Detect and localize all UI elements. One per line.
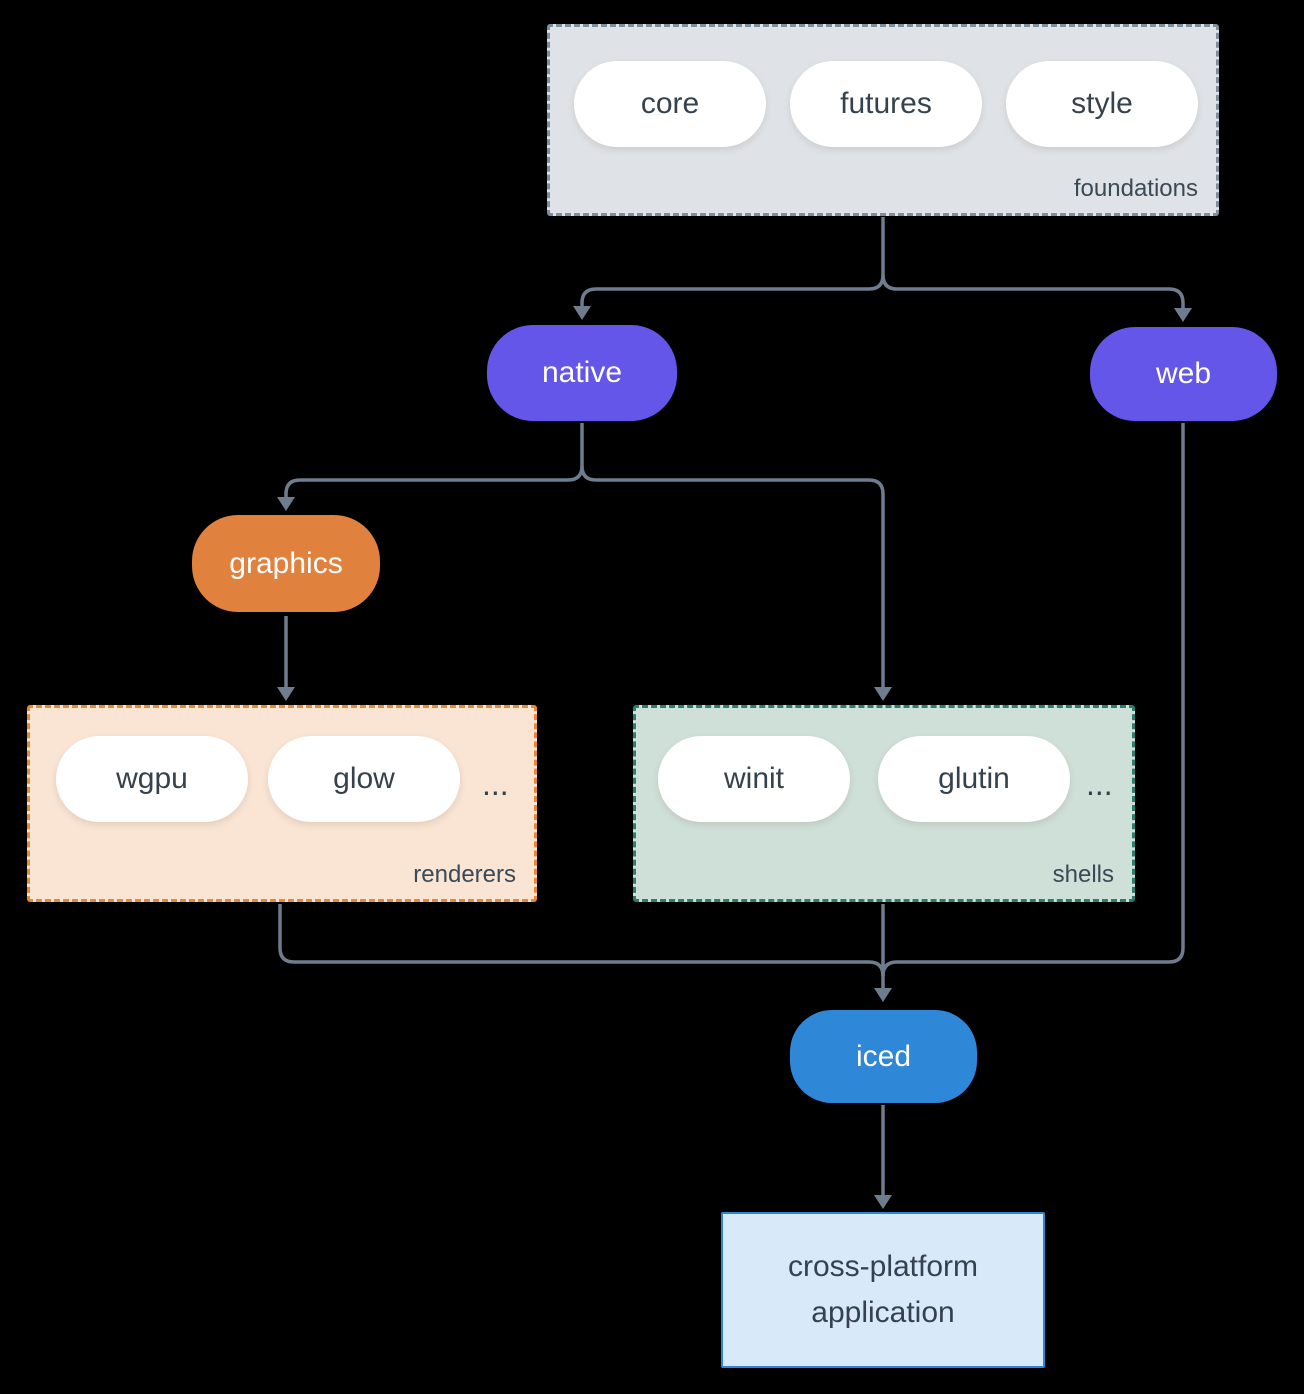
arrowhead-application bbox=[874, 1195, 892, 1209]
app-label-line2: application bbox=[811, 1296, 955, 1329]
renderers-ellipsis: ... bbox=[482, 766, 509, 802]
edge-foundations-web bbox=[881, 274, 1185, 309]
node-futures: futures bbox=[790, 61, 982, 147]
shells-group-box: winit glutin ... shells bbox=[633, 705, 1135, 902]
arrowhead-shells bbox=[874, 687, 892, 701]
edge-native-shells bbox=[580, 465, 885, 688]
arrowhead-iced bbox=[874, 988, 892, 1002]
node-web: web bbox=[1090, 327, 1277, 421]
arrowhead-native bbox=[573, 306, 591, 320]
arrowhead-web bbox=[1174, 308, 1192, 322]
app-label-line1: cross-platform bbox=[787, 1249, 979, 1283]
foundations-group-box: core futures style foundations bbox=[547, 24, 1219, 216]
foundations-group-label: foundations bbox=[1073, 175, 1198, 202]
node-glow: glow bbox=[268, 736, 460, 822]
edge-renderers-iced bbox=[278, 904, 885, 977]
node-style: style bbox=[1006, 61, 1198, 147]
node-winit: winit bbox=[658, 736, 850, 822]
node-graphics: graphics bbox=[192, 515, 380, 612]
renderers-group-label: renderers bbox=[413, 861, 516, 888]
arrowhead-graphics bbox=[277, 497, 295, 511]
node-native: native bbox=[487, 325, 677, 421]
renderers-group-box: wgpu glow ... renderers bbox=[27, 705, 537, 902]
edge-foundations-native bbox=[580, 217, 885, 307]
node-iced: iced bbox=[790, 1010, 977, 1103]
edge-native-graphics bbox=[284, 423, 584, 498]
node-glutin: glutin bbox=[878, 736, 1070, 822]
node-wgpu: wgpu bbox=[56, 736, 248, 822]
shells-group-label: shells bbox=[1052, 861, 1114, 888]
arrowhead-renderers bbox=[277, 687, 295, 701]
cross-platform-application-box: cross-platform application bbox=[721, 1212, 1045, 1368]
node-core: core bbox=[574, 61, 766, 147]
shells-ellipsis: ... bbox=[1086, 766, 1113, 802]
